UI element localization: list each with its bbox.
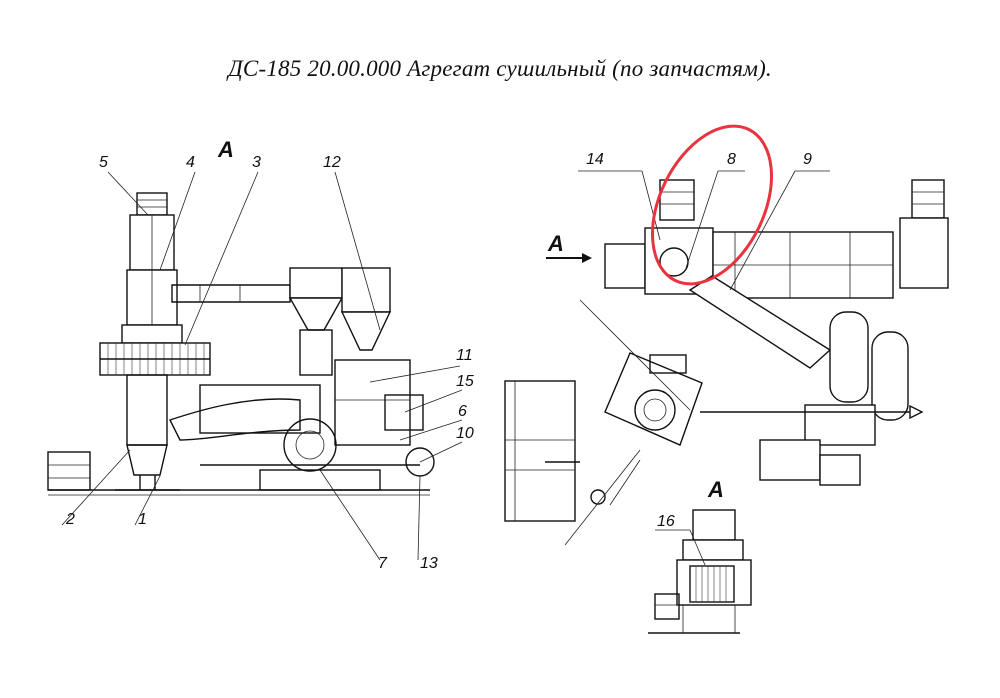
drawing-title: ДС-185 20.00.000 Агрегат сушильный (по з…	[228, 56, 772, 81]
callout-9: 9	[803, 151, 812, 168]
right-plan-view: А 14 8 9	[504, 124, 949, 546]
callout-15: 15	[456, 373, 474, 390]
callout-11: 11	[456, 347, 473, 364]
view-label-a-arrow: А	[547, 231, 564, 256]
callout-5: 5	[99, 154, 108, 171]
callout-2: 2	[65, 511, 75, 528]
callout-10: 10	[456, 425, 474, 442]
callout-1: 1	[138, 511, 147, 528]
view-label-a-detail: А	[707, 477, 724, 502]
view-a-detail: А 16	[648, 477, 752, 634]
callout-3: 3	[252, 154, 261, 171]
callout-14: 14	[586, 151, 604, 168]
callout-7: 7	[378, 555, 388, 572]
view-label-a-left: А	[217, 137, 234, 162]
callout-4: 4	[186, 154, 195, 171]
highlight-ellipse	[650, 124, 774, 286]
left-elevation-view: А 5 4 3 12 11 15 6 10 2 1 7 13	[47, 137, 474, 572]
callout-13: 13	[420, 555, 438, 572]
callout-8: 8	[727, 151, 736, 168]
callout-16: 16	[657, 513, 675, 530]
callout-6: 6	[458, 403, 467, 420]
callout-12: 12	[323, 154, 341, 171]
